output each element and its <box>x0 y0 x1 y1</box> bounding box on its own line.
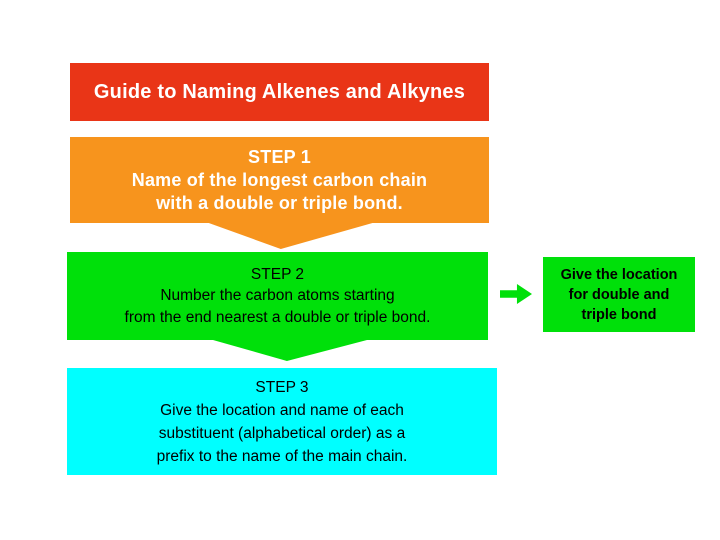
step3-box: STEP 3 Give the location and name of eac… <box>67 368 497 475</box>
step2-heading: STEP 2 <box>250 265 305 283</box>
right-arrow-icon <box>500 284 532 304</box>
down-arrow-icon <box>206 222 376 249</box>
step3-heading: STEP 3 <box>255 378 309 396</box>
down-arrow-icon <box>213 340 367 361</box>
step3-line: prefix to the name of the main chain. <box>156 447 408 465</box>
step2-box: STEP 2 Number the carbon atoms starting … <box>67 252 488 340</box>
side-note-line: Give the location <box>560 266 678 283</box>
step3-line: substituent (alphabetical order) as a <box>158 424 406 442</box>
step1-line: with a double or triple bond. <box>156 192 403 213</box>
step1-line: Name of the longest carbon chain <box>131 169 428 190</box>
side-note-box: Give the location for double and triple … <box>543 257 695 332</box>
step3-line: Give the location and name of each <box>160 401 404 419</box>
step1-heading: STEP 1 <box>248 146 311 167</box>
side-note-line: for double and <box>568 286 670 303</box>
step1-box: STEP 1 Name of the longest carbon chain … <box>70 137 489 223</box>
step2-line: from the end nearest a double or triple … <box>124 308 431 326</box>
slide-title: Guide to Naming Alkenes and Alkynes <box>93 80 466 103</box>
side-note-line: triple bond <box>581 306 657 323</box>
title-banner: Guide to Naming Alkenes and Alkynes <box>70 63 489 121</box>
step2-line: Number the carbon atoms starting <box>160 287 395 305</box>
